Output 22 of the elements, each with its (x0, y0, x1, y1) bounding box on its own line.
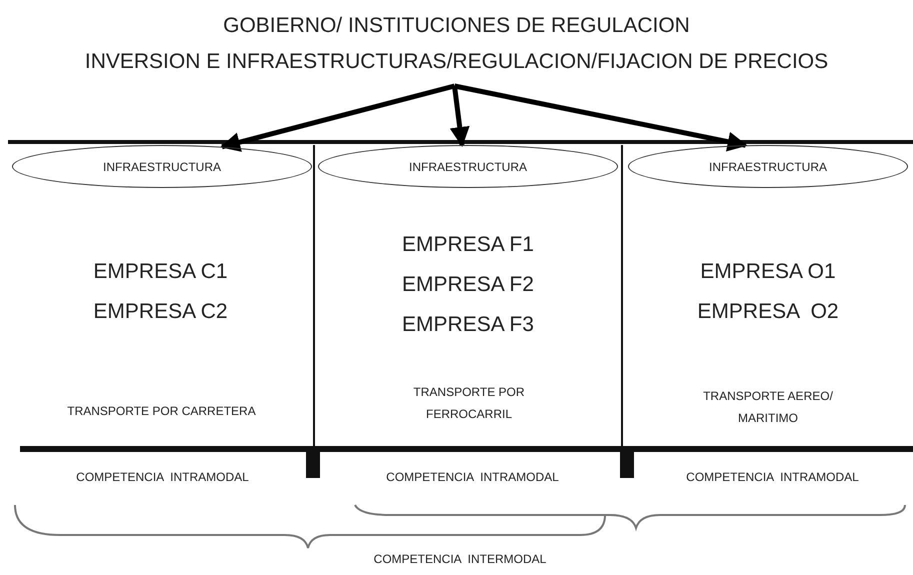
company-name: EMPRESA C2 (92, 300, 229, 324)
band-label: COMPETENCIA INTRAMODAL (685, 470, 860, 484)
arrow (220, 84, 456, 152)
arrow (454, 84, 748, 152)
company-name: EMPRESA O1 (699, 260, 837, 284)
company-name: EMPRESA C1 (92, 260, 229, 284)
transport-mode-label: TRANSPORTE POR FERROCARRIL (412, 384, 526, 423)
company-name: EMPRESA F2 (401, 273, 535, 297)
company-name: EMPRESA F3 (401, 313, 535, 337)
oval-node: INFRAESTRUCTURA (628, 145, 908, 188)
transport-mode-label: TRANSPORTE POR CARRETERA (66, 403, 257, 420)
band-label: COMPETENCIA INTRAMODAL (75, 470, 250, 484)
arrow (450, 86, 470, 147)
band-label: COMPETENCIA INTRAMODAL (385, 470, 560, 484)
company-name: EMPRESA F1 (401, 233, 535, 257)
subheading: INVERSION E INFRAESTRUCTURAS/REGULACION/FIJACION DE PRECIOS (84, 49, 830, 75)
heading: GOBIERNO/ INSTITUCIONES DE REGULACION (222, 13, 691, 39)
transport-mode-label: TRANSPORTE AEREO/ MARITIMO (702, 388, 834, 427)
brace-label: COMPETENCIA INTERMODAL (372, 552, 548, 566)
company-name: EMPRESA O2 (696, 300, 840, 324)
oval-node: INFRAESTRUCTURA (12, 145, 312, 188)
oval-node: INFRAESTRUCTURA (318, 145, 618, 188)
